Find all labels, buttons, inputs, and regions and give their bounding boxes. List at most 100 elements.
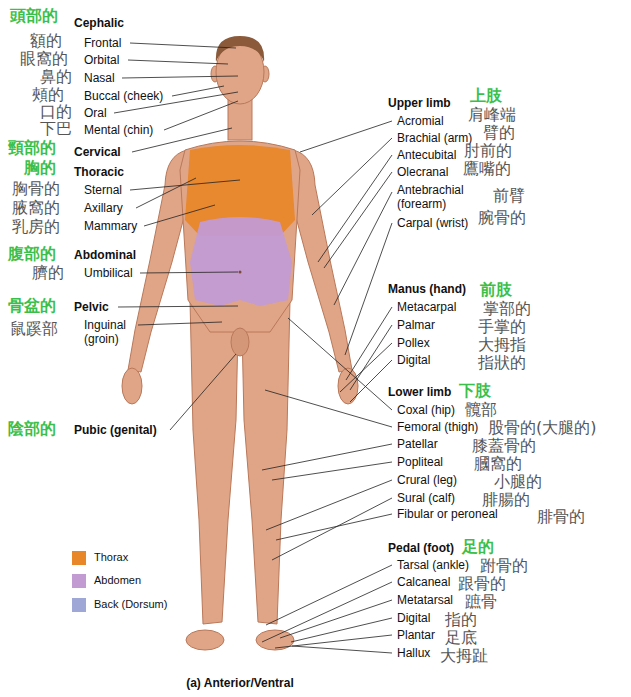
region-label: Hallux: [397, 646, 430, 660]
leader-lines: [114, 43, 392, 653]
translation-label: 跗骨的: [480, 558, 528, 574]
region-label: Orbital: [84, 53, 119, 67]
translation-label: 腋窩的: [12, 200, 60, 216]
translation-label: 下肢: [459, 383, 491, 399]
translation-label: 掌部的: [483, 301, 531, 317]
translation-label: 乳房的: [12, 219, 60, 235]
translation-label: 額的: [30, 33, 62, 49]
region-label: Inguinal (groin): [84, 318, 136, 346]
leg: [190, 300, 238, 624]
region-label: Acromial: [397, 114, 444, 128]
region-label: Fibular or peroneal: [397, 507, 498, 521]
translation-label: 膕窩的: [474, 456, 522, 472]
translation-label: 上肢: [470, 88, 502, 104]
region-label: Cephalic: [74, 16, 124, 30]
hand: [338, 368, 358, 404]
translation-label: 前肢: [480, 282, 512, 298]
translation-label: 骨盆的: [8, 298, 56, 314]
translation-label: 指狀的: [478, 355, 526, 371]
translation-label: 胸的: [24, 160, 56, 176]
translation-label: 鷹嘴的: [463, 161, 511, 177]
legend-swatch: [72, 598, 86, 612]
region-label: Metatarsal: [397, 593, 453, 607]
translation-label: 跟骨的: [458, 576, 506, 592]
region-label: Brachial (arm): [397, 131, 472, 145]
translation-label: 小腿的: [494, 474, 542, 490]
region-label: Pelvic: [74, 300, 109, 314]
region-label: Femoral (thigh): [397, 420, 478, 434]
translation-label: 頰的: [32, 87, 64, 103]
translation-label: 頸部的: [8, 140, 56, 156]
translation-label: 前臂: [493, 188, 525, 204]
translation-label: 臍的: [32, 265, 64, 281]
region-label: Digital: [397, 353, 430, 367]
translation-label: 口的: [40, 104, 72, 120]
leg: [242, 300, 290, 624]
legend-text: Back (Dorsum): [94, 598, 167, 610]
translation-label: 膝蓋骨的: [472, 438, 536, 454]
legend-swatch: [72, 574, 86, 588]
foot: [186, 630, 224, 650]
navel: [239, 271, 242, 274]
genital: [231, 328, 249, 356]
translation-label: 肩峰端: [468, 107, 516, 123]
foot: [256, 630, 294, 650]
region-label: Metacarpal: [397, 300, 456, 314]
translation-label: 足的: [462, 539, 494, 555]
hand: [122, 368, 142, 404]
translation-label: 手掌的: [478, 319, 526, 335]
translation-label: 股骨的(大腿的): [488, 420, 596, 436]
region-label: Buccal (cheek): [84, 89, 163, 103]
region-label: Thoracic: [74, 165, 124, 179]
region-label: Mental (chin): [84, 123, 153, 137]
translation-label: 下巴: [40, 121, 72, 137]
region-label: Pollex: [397, 336, 430, 350]
translation-label: 大拇指: [478, 337, 526, 353]
region-label: Plantar: [397, 628, 435, 642]
region-label: Oral: [84, 106, 107, 120]
translation-label: 大拇趾: [440, 648, 488, 664]
region-label: Digital: [397, 611, 430, 625]
region-label: Sternal: [84, 183, 122, 197]
region-label: Tarsal (ankle): [397, 558, 469, 572]
torso: [180, 141, 300, 332]
region-label: Mammary: [84, 219, 137, 233]
translation-label: 鼻的: [40, 69, 72, 85]
legend-text: Thorax: [94, 551, 128, 563]
translation-label: 腹部的: [8, 246, 56, 262]
region-label: Carpal (wrist): [397, 216, 468, 230]
region-label: Coxal (hip): [397, 403, 455, 417]
abdomen-region: [190, 217, 292, 306]
region-label: Pubic (genital): [74, 423, 157, 437]
translation-label: 頭部的: [10, 8, 58, 24]
region-label: Manus (hand): [388, 282, 466, 296]
translation-label: 胸骨的: [12, 181, 60, 197]
region-label: Calcaneal: [397, 575, 450, 589]
region-label: Frontal: [84, 36, 121, 50]
region-label: Popliteal: [397, 455, 443, 469]
translation-label: 足底: [445, 630, 477, 646]
translation-label: 腓腸的: [482, 492, 530, 508]
region-label: Patellar: [397, 437, 438, 451]
region-label: Umbilical: [84, 266, 133, 280]
region-label: Abdominal: [74, 248, 136, 262]
region-label: Upper limb: [388, 96, 451, 110]
hair: [216, 36, 264, 62]
region-label: Olecranal: [397, 165, 448, 179]
region-label: Lower limb: [388, 385, 451, 399]
legend-text: Abdomen: [94, 574, 141, 586]
region-label: Antebrachial (forearm): [397, 183, 472, 211]
caption: (a) Anterior/Ventral: [186, 676, 294, 690]
translation-label: 眼窩的: [20, 51, 68, 67]
region-label: Nasal: [84, 71, 115, 85]
translation-label: 鼠蹊部: [10, 321, 58, 337]
translation-label: 指的: [445, 612, 477, 628]
translation-label: 髖部: [465, 402, 497, 418]
region-label: Crural (leg): [397, 473, 457, 487]
region-label: Palmar: [397, 318, 435, 332]
region-label: Sural (calf): [397, 491, 455, 505]
translation-label: 陰部的: [8, 421, 56, 437]
translation-label: 臂的: [483, 125, 515, 141]
translation-label: 腓骨的: [537, 509, 585, 525]
